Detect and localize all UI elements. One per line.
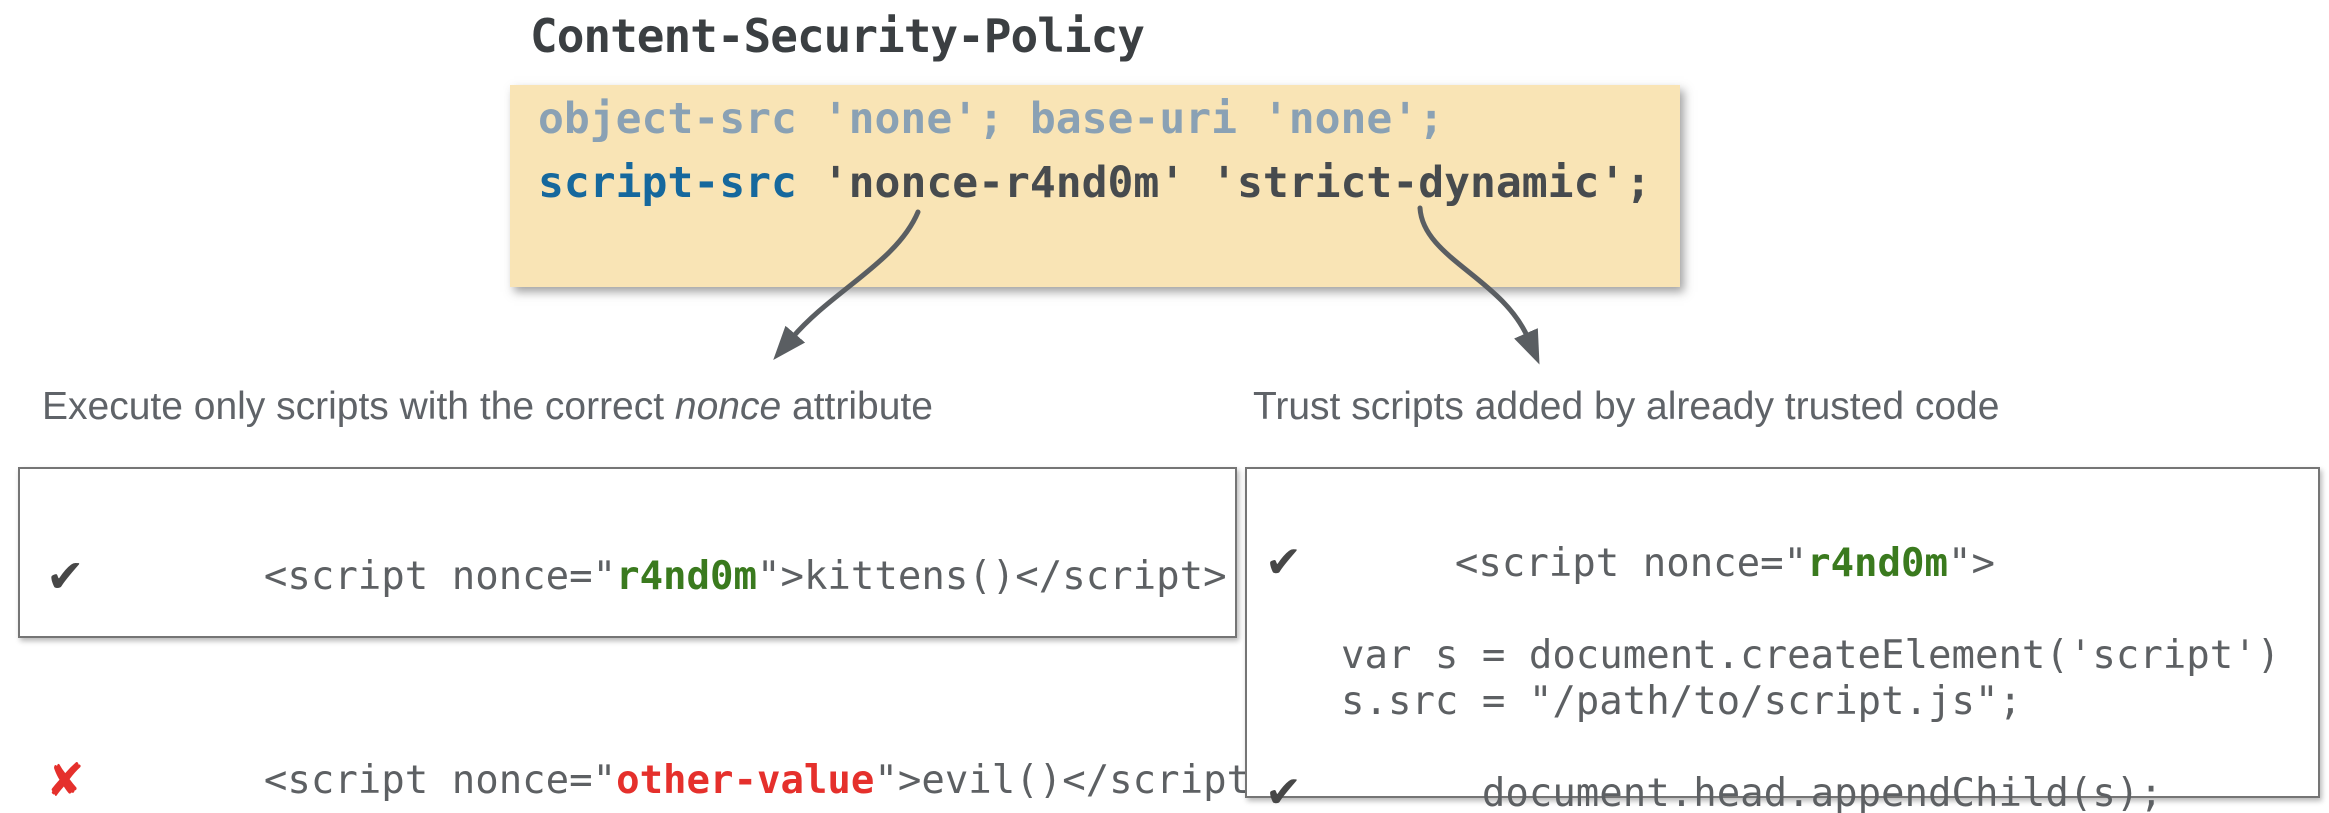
trusted-script-pre: <script nonce="	[1454, 541, 1808, 586]
nonce-caption-pre: Execute only scripts with the correct	[42, 385, 675, 428]
csp-script-src-values: 'nonce-r4nd0m' 'strict-dynamic';	[796, 158, 1652, 208]
valid-nonce-value: r4nd0m	[616, 554, 757, 599]
csp-script-src-directive: script-src	[538, 158, 797, 208]
trusted-example-box: ✔ <script nonce="r4nd0m"> var s = documen…	[1245, 467, 2320, 813]
invalid-nonce-value: other-value	[616, 758, 875, 803]
csp-policy-box: object-src 'none'; base-uri 'none'; scri…	[510, 85, 1680, 287]
trusted-nonce-value: r4nd0m	[1807, 541, 1948, 586]
invalid-script-line: ✘ <script nonce="other-value">evil()</scr…	[20, 679, 1274, 813]
cross-icon: ✘	[46, 753, 85, 808]
trusted-script-post: ">	[1947, 541, 1995, 586]
csp-line-script-src: script-src 'nonce-r4nd0m' 'strict-dynami…	[538, 151, 1680, 215]
nonce-example-box: ✔<script nonce="r4nd0m">kittens()</scrip…	[18, 467, 1274, 803]
append-child-code: document.head.appendChild(s);	[1481, 771, 2163, 813]
nonce-caption-post: attribute	[781, 385, 933, 428]
check-icon: ✔	[1265, 767, 1302, 813]
page-title: Content-Security-Policy	[530, 9, 1145, 63]
script-src-assign-line: s.src = "/path/to/script.js";	[1341, 679, 2022, 724]
valid-script-pre: <script nonce="	[263, 554, 617, 599]
append-child-line: ✔ document.head.appendChild(s);	[1247, 725, 2318, 813]
check-icon: ✔	[1265, 537, 1302, 589]
csp-line-object-src: object-src 'none'; base-uri 'none';	[538, 94, 1445, 144]
trusted-code-caption: Trust scripts added by already trusted c…	[1253, 385, 2000, 428]
invalid-script-pre: <script nonce="	[263, 758, 617, 803]
invalid-script-post: ">evil()</script>	[874, 758, 1274, 803]
nonce-caption: Execute only scripts with the correct no…	[42, 383, 933, 431]
create-element-line: var s = document.createElement('script')	[1341, 633, 2281, 678]
valid-script-line: ✔ <script nonce="r4nd0m">kittens()</scrip…	[20, 475, 1235, 679]
valid-script-post: ">kittens()</script>	[756, 554, 1227, 599]
trusted-script-open-line: ✔ <script nonce="r4nd0m">	[1247, 495, 2318, 633]
check-icon: ✔	[46, 549, 85, 604]
nonce-caption-emphasis: nonce	[674, 385, 782, 428]
